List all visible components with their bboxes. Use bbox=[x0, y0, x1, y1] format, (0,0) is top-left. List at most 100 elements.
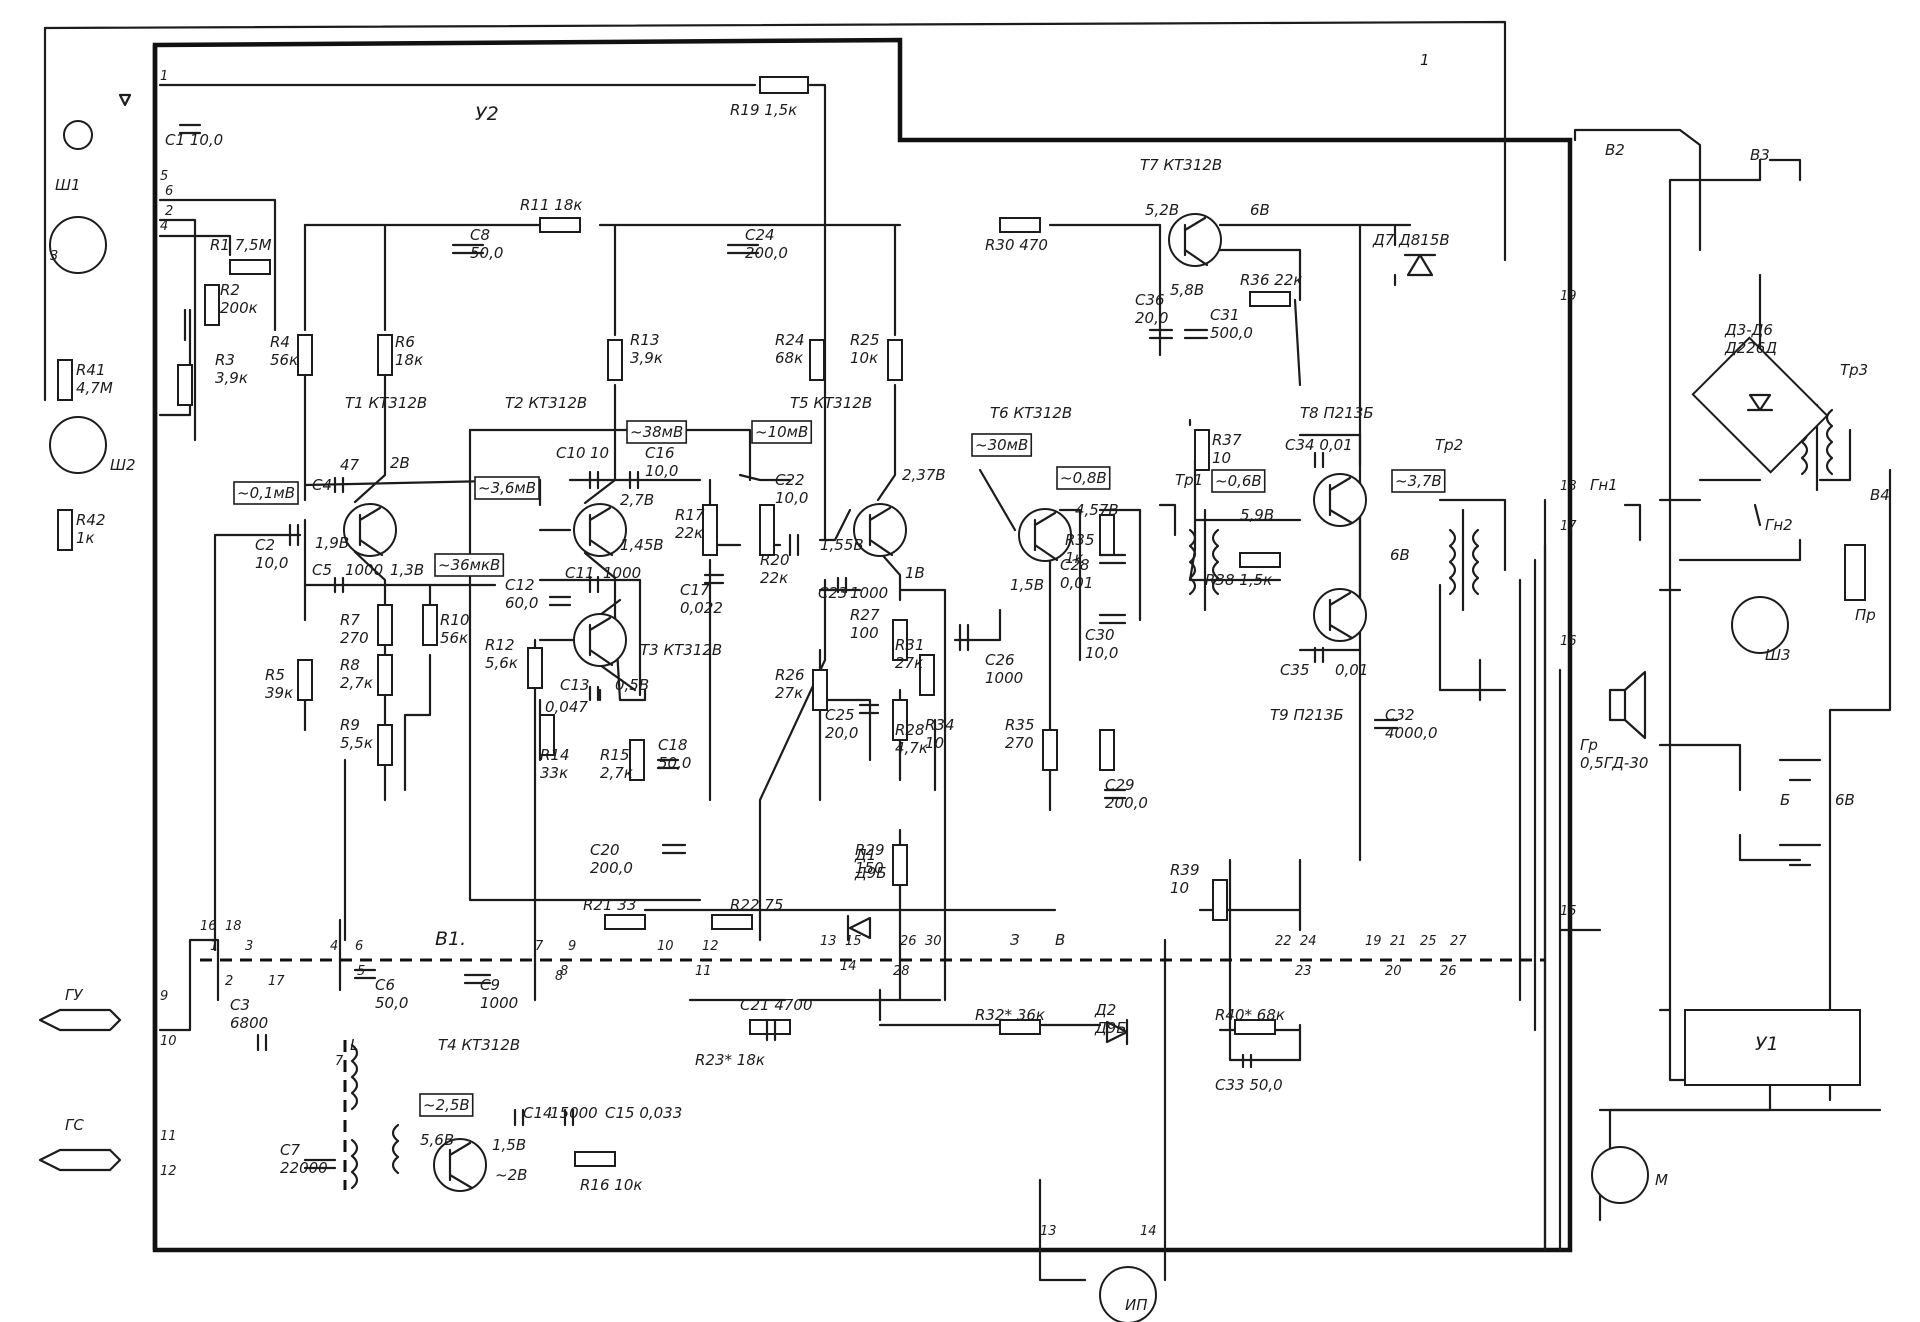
switch-contact-23: 23 bbox=[1295, 964, 1312, 979]
terminal-number-t18: 18 bbox=[1560, 479, 1577, 494]
terminal-number-t12: 12 bbox=[160, 1164, 177, 1179]
resistor-label-r37-line: 10 bbox=[1212, 449, 1231, 467]
dc-voltage-label-v_t6b-line: 1,5В bbox=[1010, 576, 1044, 594]
capacitor-label-c35-line: С35 bbox=[1280, 661, 1310, 679]
ac-level-label-a4-line: ~10мВ bbox=[755, 423, 808, 441]
capacitor-label-c4v: 47 bbox=[340, 456, 360, 474]
dc-voltage-label-v_t9: 6В bbox=[1390, 546, 1410, 564]
capacitor-label-c4-line: С4 bbox=[312, 476, 332, 494]
terminal-number-t8-line: 8 bbox=[555, 969, 563, 984]
dc-voltage-label-v_t2c: 2,7В bbox=[620, 491, 654, 509]
connector-label-pr-line: Пр bbox=[1855, 606, 1876, 624]
resistor-label-r35-line: R35 bbox=[1005, 716, 1035, 734]
resistor-label-r22-line: R22 75 bbox=[730, 896, 783, 914]
resistor-label-r13-line: 3,9к bbox=[630, 349, 663, 367]
capacitor-label-c33: С33 50,0 bbox=[1215, 1076, 1283, 1094]
dc-voltage-label-v_t9-line: 6В bbox=[1390, 546, 1410, 564]
ac-level-label-a8-line: ~0,6В bbox=[1215, 472, 1262, 490]
terminal-number-t19: 19 bbox=[1560, 289, 1577, 304]
dc-voltage-label-v_t1c: 2В bbox=[390, 454, 410, 472]
resistor-label-r28-line: 4,7к bbox=[895, 739, 928, 757]
switch-dir-z: З bbox=[1010, 931, 1020, 949]
capacitor-label-c11: С11 bbox=[565, 564, 595, 582]
connector-label-bat_v: 6В bbox=[1835, 791, 1855, 809]
transistor-label-t8-line: Т8 П213Б bbox=[1300, 404, 1374, 422]
connector-label-gr-line: 0,5ГД-30 bbox=[1580, 754, 1648, 772]
resistor-label-r6-line: 18к bbox=[395, 351, 423, 369]
resistor-label-r39-line: R39 bbox=[1170, 861, 1200, 879]
switch-contact-18: 26 bbox=[900, 934, 917, 949]
resistor-label-r27-line: 100 bbox=[850, 624, 879, 642]
ac-level-box-a8 bbox=[1211, 469, 1266, 493]
ac-level-label-a10: ~2,5В bbox=[423, 1096, 470, 1114]
resistor-label-r37-line: R37 bbox=[1212, 431, 1242, 449]
capacitor-label-c11-line: С11 bbox=[565, 564, 595, 582]
dc-voltage-label-v_t1e: 1,3В bbox=[390, 561, 424, 579]
transistor-label-t2-line: Т2 КТ312В bbox=[505, 394, 587, 412]
connector-label-ip-line: ИП bbox=[1125, 1296, 1148, 1314]
switch-contact-19: 30 bbox=[925, 934, 942, 949]
resistor-label-r16-line: R16 10к bbox=[580, 1176, 642, 1194]
connector-label-gs-line: ГС bbox=[65, 1116, 84, 1134]
capacitor-label-c23-line: С23 bbox=[818, 584, 848, 602]
capacitor-label-c1: С1 10,0 bbox=[165, 131, 223, 149]
connector-label-gn2-line: Гн2 bbox=[1765, 516, 1793, 534]
capacitor-label-c21: С21 4700 bbox=[740, 996, 813, 1014]
resistor-label-r40: R40* 68к bbox=[1215, 1006, 1285, 1024]
resistor-label-r21-line: R21 33 bbox=[583, 896, 636, 914]
resistor-label-r9-line: 5,5к bbox=[340, 734, 373, 752]
switch-contact-21: 22 bbox=[1275, 934, 1292, 949]
connector-label-pr: Пр bbox=[1855, 606, 1876, 624]
switch-contact-22: 24 bbox=[1300, 934, 1317, 949]
transistor-label-t9: Т9 П213Б bbox=[1270, 706, 1344, 724]
resistor-label-r3-line: 3,9к bbox=[215, 369, 248, 387]
diode-label-d7: Д7 Д815В bbox=[1372, 231, 1450, 249]
resistor-label-r13-line: R13 bbox=[630, 331, 660, 349]
transistor-label-t9-line: Т9 П213Б bbox=[1270, 706, 1344, 724]
transistor-label-t2: Т2 КТ312В bbox=[505, 394, 587, 412]
dc-voltage-label-v_t2e: 1,45В bbox=[620, 536, 664, 554]
capacitor-label-c2-line: С2 bbox=[255, 536, 275, 554]
diode-symbols bbox=[846, 253, 1829, 1046]
capacitor-label-c29-line: 200,0 bbox=[1105, 794, 1148, 812]
dc-voltage-label-v_t6c-line: 4,57В bbox=[1075, 501, 1119, 519]
capacitor-label-c32-line: 4000,0 bbox=[1385, 724, 1438, 742]
terminal-number-t2-line: 2 bbox=[165, 204, 173, 219]
board-label-u1: У1 bbox=[1755, 1033, 1779, 1055]
capacitor-label-c26-line: 1000 bbox=[985, 669, 1023, 687]
sheet-number: 1 bbox=[1420, 51, 1430, 69]
capacitor-label-c11v: 1000 bbox=[603, 564, 641, 582]
capacitor-label-c13-line: С13 bbox=[560, 676, 590, 694]
dc-voltage-label-v_tr1-line: 5,9В bbox=[1240, 506, 1274, 524]
resistor-label-r11: R11 18к bbox=[520, 196, 582, 214]
capacitor-label-c25-line: 20,0 bbox=[825, 724, 858, 742]
capacitor-label-c34-line: С34 0,01 bbox=[1285, 436, 1353, 454]
transistor-label-t3: Т3 КТ312В bbox=[640, 641, 722, 659]
resistor-label-r3-line: R3 bbox=[215, 351, 235, 369]
resistor-label-r7-line: R7 bbox=[340, 611, 360, 629]
connector-label-sh2: Ш2 bbox=[110, 456, 136, 474]
capacitor-label-c5v-line: 1000 bbox=[345, 561, 383, 579]
dc-voltage-label-v_t3: 0,5В bbox=[615, 676, 649, 694]
switch-contact-8: 5 bbox=[357, 964, 365, 979]
dc-voltage-label-v_t2c-line: 2,7В bbox=[620, 491, 654, 509]
connector-label-gn1: Гн1 bbox=[1590, 476, 1618, 494]
switch-contact-0: 16 bbox=[200, 919, 217, 934]
transformer-label-tr2: Тр2 bbox=[1435, 436, 1463, 454]
inductive-symbols bbox=[350, 403, 1834, 1190]
